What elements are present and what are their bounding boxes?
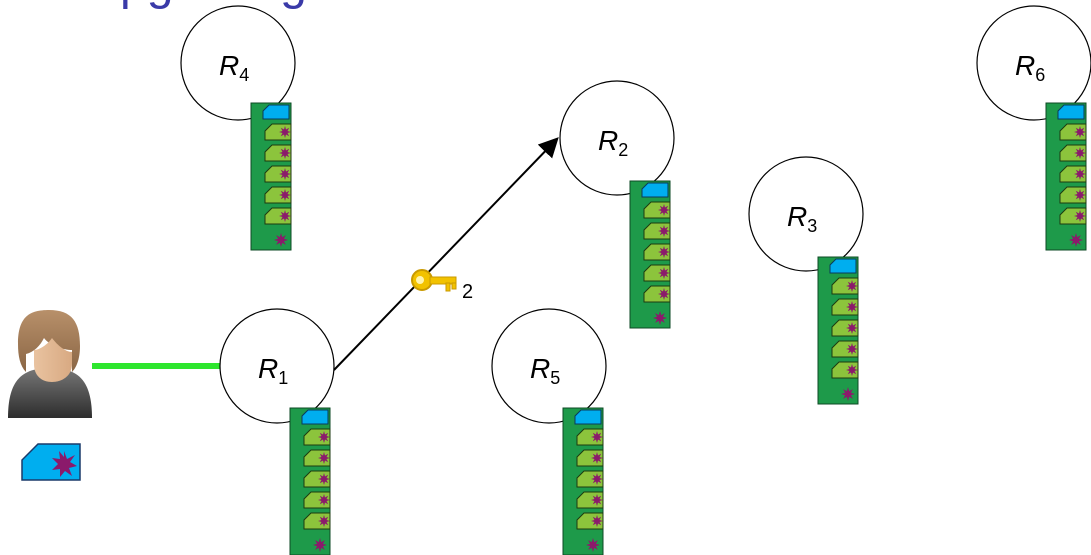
edge-r1-r2 [333,137,559,371]
stack-r3 [817,256,859,405]
stack-r1 [289,407,331,555]
burst-icon [846,280,858,292]
burst-icon [591,494,603,506]
burst-icon [318,515,330,527]
burst-icon [318,494,330,506]
burst-icon [591,452,603,464]
burst-icon [658,246,670,258]
burst-icon [1074,189,1086,201]
node-r6: R6 [976,5,1091,121]
node-r1: R1 [219,308,335,424]
key-icon [411,269,457,292]
key-label: 2 [462,281,473,303]
stack-top-card [641,182,669,198]
stack-top-card [262,104,290,120]
burst-icon [586,538,600,552]
node-r3: R3 [748,156,864,272]
burst-icon [313,538,327,552]
burst-icon [841,387,855,401]
stack-top-card [301,409,329,425]
stack-top-card [1057,104,1085,120]
burst-icon [591,431,603,443]
stack-top-card [574,409,602,425]
svg-text:R6: R6 [1015,50,1045,85]
burst-icon [279,168,291,180]
burst-icon [318,473,330,485]
burst-icon [658,204,670,216]
stack-r6 [1045,102,1087,251]
burst-icon [279,210,291,222]
burst-icon [846,322,858,334]
burst-icon [279,189,291,201]
burst-icon [591,515,603,527]
stack-r5 [562,407,604,555]
burst-icon [1074,210,1086,222]
stack-r4 [250,102,292,251]
svg-text:R5: R5 [530,353,560,388]
burst-icon [653,311,667,325]
page-title: pgrading [120,0,307,16]
burst-icon [846,364,858,376]
burst-icon [1074,168,1086,180]
node-r4: R4 [180,5,296,121]
burst-icon [279,126,291,138]
node-r2: R2 [559,80,675,196]
burst-icon [658,288,670,300]
burst-icon [279,147,291,159]
burst-icon [658,267,670,279]
stack-top-card [829,258,857,274]
burst-icon [846,301,858,313]
stack-r2 [629,180,671,329]
burst-icon [658,225,670,237]
burst-icon [846,343,858,355]
svg-text:R1: R1 [258,353,288,388]
user-icon [8,310,92,418]
burst-icon [1074,147,1086,159]
burst-icon [274,233,288,247]
burst-icon [1074,126,1086,138]
burst-icon [318,431,330,443]
burst-icon [591,473,603,485]
node-r5: R5 [491,308,607,424]
svg-text:R3: R3 [787,201,817,236]
svg-text:R4: R4 [219,50,249,85]
card-icon [21,443,81,481]
burst-icon [318,452,330,464]
svg-text:R2: R2 [598,125,628,160]
burst-icon [1069,233,1083,247]
